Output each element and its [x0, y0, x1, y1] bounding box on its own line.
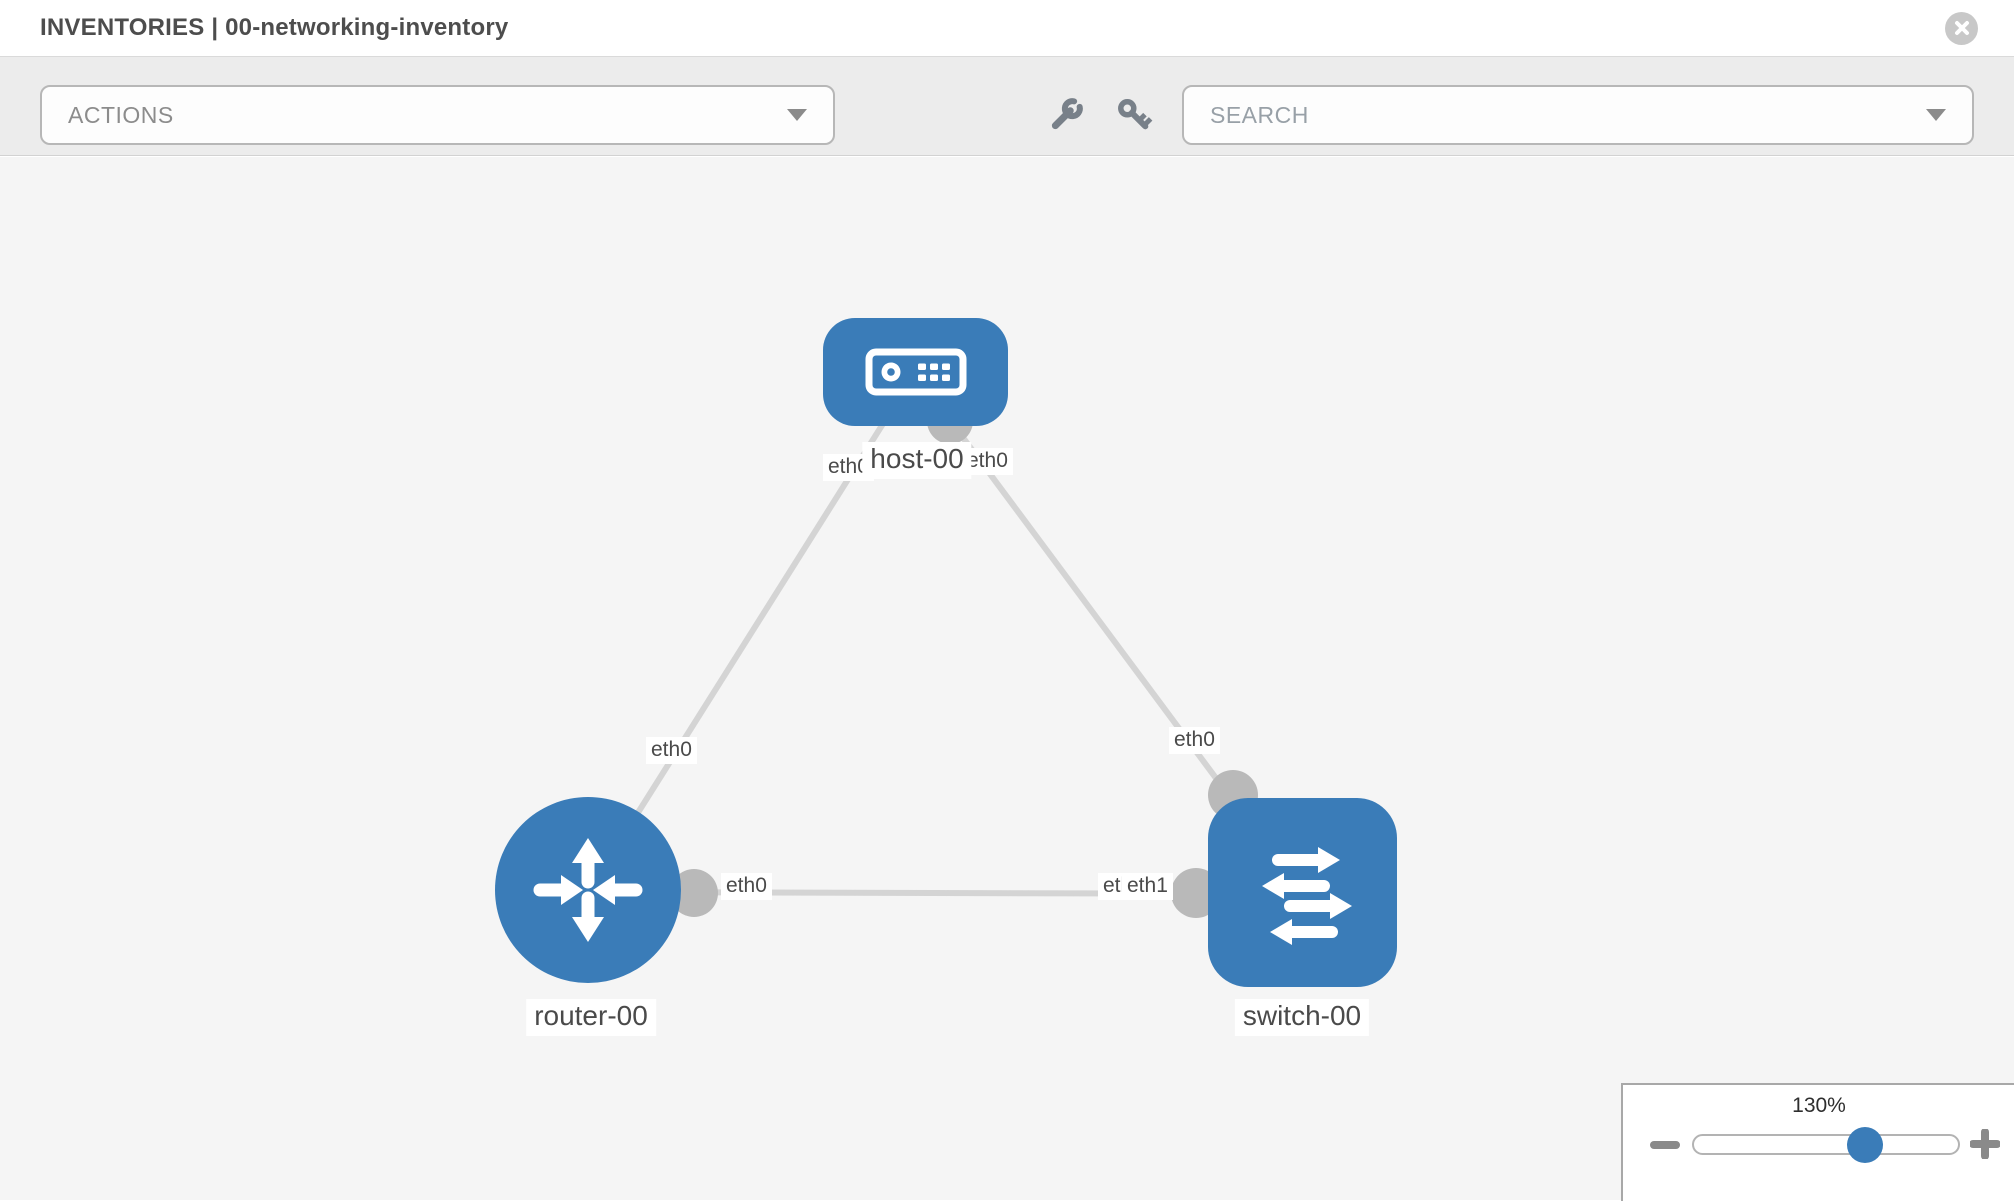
actions-dropdown[interactable]: ACTIONS	[40, 85, 835, 145]
node-host-00[interactable]	[823, 318, 1008, 426]
zoom-slider-track[interactable]	[1692, 1134, 1960, 1155]
switch-icon	[1261, 846, 1352, 945]
search-placeholder: SEARCH	[1210, 101, 1309, 128]
toolbar: ACTIONS SEARCH	[0, 56, 2014, 156]
port-router-right[interactable]	[670, 869, 718, 917]
zoom-panel: 130%	[1621, 1083, 2014, 1201]
router-icon	[533, 838, 643, 942]
plus-icon	[1969, 1128, 2001, 1160]
zoom-out-button[interactable]	[1650, 1141, 1680, 1149]
chevron-down-icon	[787, 109, 807, 121]
key-icon	[1118, 99, 1153, 130]
zoom-slider-thumb[interactable]	[1847, 1127, 1883, 1163]
page-title: INVENTORIES | 00-networking-inventory	[40, 14, 509, 41]
node-switch-00[interactable]	[1208, 798, 1397, 987]
node-label-router: router-00	[526, 999, 656, 1036]
iface-label-switch-to-host: eth0	[1169, 727, 1220, 755]
page-header: INVENTORIES | 00-networking-inventory	[0, 0, 2014, 56]
zoom-in-button[interactable]	[1969, 1128, 2001, 1160]
topology-canvas[interactable]: host-00 router-00 switch-00 eth0 eth0 et…	[0, 157, 2014, 1201]
credentials-button[interactable]	[1114, 95, 1154, 135]
toolbar-icon-group	[1046, 95, 1154, 135]
node-label-host: host-00	[862, 442, 972, 479]
node-router-00[interactable]	[495, 797, 681, 983]
iface-label-switch-to-router-group: eth0 eth1	[1098, 873, 1173, 901]
wrench-icon	[1051, 98, 1083, 130]
node-label-switch: switch-00	[1234, 999, 1370, 1036]
graph-layer	[585, 371, 1305, 918]
configure-button[interactable]	[1046, 95, 1086, 135]
iface-label-switch-to-router: eth1	[1122, 873, 1173, 901]
close-icon	[1954, 21, 1969, 35]
close-button[interactable]	[1945, 11, 1978, 45]
search-dropdown[interactable]: SEARCH	[1182, 85, 1974, 145]
iface-label-router-to-switch: eth0	[721, 873, 772, 901]
zoom-level-value: 130%	[1792, 1094, 1846, 1117]
actions-dropdown-label: ACTIONS	[68, 101, 174, 128]
iface-label-router-to-host: eth0	[646, 737, 697, 765]
chevron-down-icon	[1926, 109, 1946, 121]
host-icon	[865, 348, 966, 396]
